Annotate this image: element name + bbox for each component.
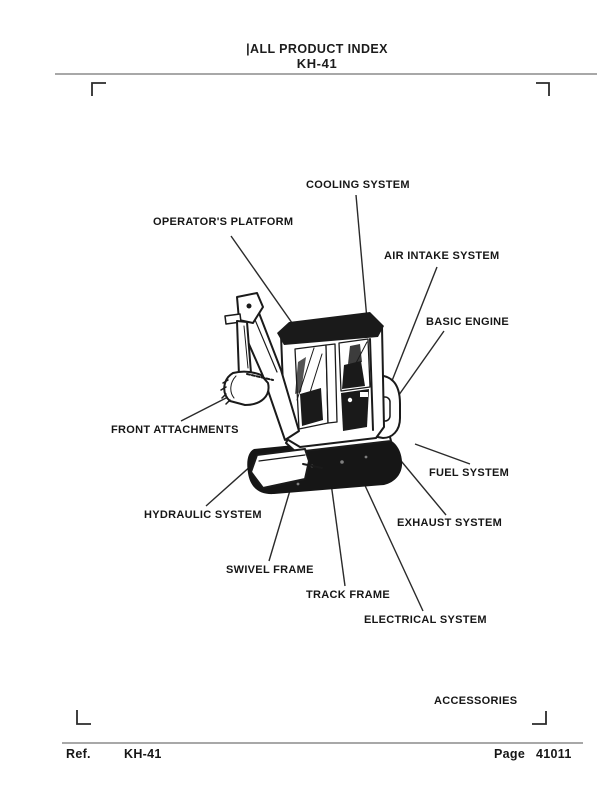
label-operators-platform: OPERATOR'S PLATFORM [153,216,294,228]
crop-mark-top-right [536,82,550,96]
leader-line-operators-platform [230,235,298,331]
page-subtitle-model-code: KH-41 [296,56,338,71]
leader-line-cooling-system [355,194,369,332]
label-cooling-system: COOLING SYSTEM [306,179,410,191]
label-fuel-system: FUEL SYSTEM [429,467,510,479]
page-title: |ALL PRODUCT INDEX [246,42,388,56]
door-latch [360,392,368,397]
label-hydraulic-system: HYDRAULIC SYSTEM [144,509,262,521]
excavator-seat-back [348,344,362,364]
rear-pillar [369,338,374,431]
label-basic-engine: BASIC ENGINE [426,316,510,328]
blade-top-edge [258,454,306,462]
cab-interior-shadow [295,357,306,394]
leader-line-track-frame [330,482,346,587]
leader-line-front-attachments [180,395,231,422]
excavator-cab-pillar [325,343,338,424]
label-swivel-frame: SWIVEL FRAME [226,564,314,576]
excavator-roof [277,312,384,345]
dipper-cylinder [243,325,249,369]
footer-rule [62,742,583,744]
label-accessories: ACCESSORIES [434,695,518,707]
excavator-illustration [220,292,403,495]
window-reflection [342,341,368,389]
footer-ref-value: KH-41 [124,747,162,761]
footer-page-value: 41011 [536,747,572,761]
label-track-frame: TRACK FRAME [306,589,390,601]
boom-pin [246,303,252,309]
blade-arm [302,463,323,469]
crop-mark-bottom-left [76,710,91,725]
boom-inner-line [252,314,278,373]
leader-line-swivel-frame [268,486,292,562]
crop-mark-bottom-right [532,711,547,725]
excavator-blade [250,448,310,489]
excavator-seat [342,361,365,389]
bucket-inner-line [230,375,237,399]
label-exhaust-system: EXHAUST SYSTEM [397,517,503,529]
header-rule [55,73,597,75]
leader-lines [180,194,471,612]
label-front-attachments: FRONT ATTACHMENTS [111,424,239,436]
footer-ref-label: Ref. [66,747,91,761]
leader-line-electrical-system [361,478,424,612]
bucket-teeth [220,379,231,405]
leader-line-fuel-system [414,443,471,465]
bucket-lip-serration [246,373,274,381]
label-electrical-system: ELECTRICAL SYSTEM [364,614,487,626]
crop-mark-top-left [91,82,106,96]
label-air-intake-system: AIR INTAKE SYSTEM [384,250,500,262]
cab-interior-console [300,388,323,426]
door-handle [347,397,353,403]
footer-page-label: Page [494,747,526,761]
leader-line-air-intake-system [385,266,438,397]
